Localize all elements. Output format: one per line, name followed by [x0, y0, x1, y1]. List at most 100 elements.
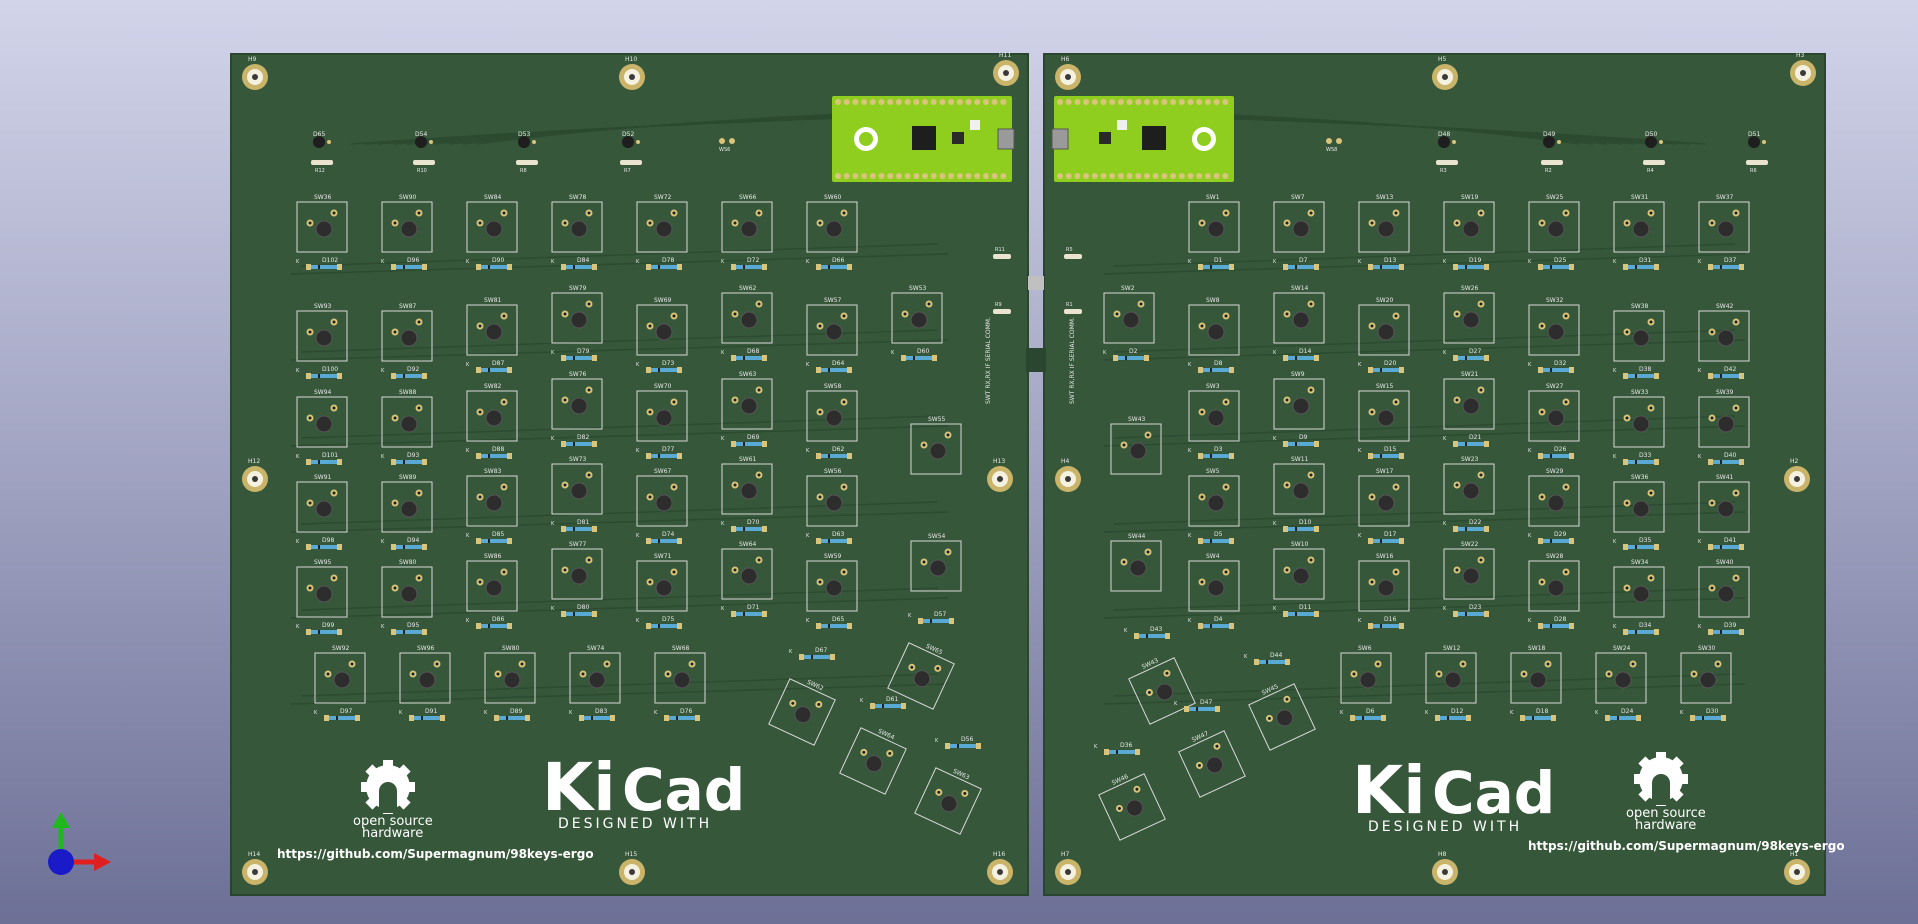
switch-outline	[296, 481, 348, 533]
serial-note-text: SWT RX,RX IF SERIAL COMM.	[1069, 317, 1076, 404]
diode-pad	[1484, 611, 1489, 617]
diode-band	[1380, 624, 1382, 628]
key-switch: SW12	[1425, 645, 1477, 704]
switch-center-hole	[315, 220, 333, 238]
diode-band	[1720, 374, 1722, 378]
switch-pad-hole	[1197, 763, 1201, 767]
key-switch: SW63	[721, 371, 773, 430]
switch-pad-hole	[587, 388, 591, 392]
pico-pin	[1083, 99, 1090, 105]
mounting-hole-center	[252, 869, 258, 875]
diode-pad	[731, 441, 736, 447]
switch-center-hole	[1717, 415, 1735, 433]
diode-pad	[1520, 715, 1525, 721]
led	[1645, 136, 1657, 148]
diode-pad	[1654, 629, 1659, 635]
switch-label: SW36	[1631, 474, 1649, 481]
switch-pad-hole	[1564, 314, 1568, 318]
diode-k-label: K	[721, 436, 725, 442]
switch-outline	[1110, 423, 1162, 475]
diode-label: D35	[1639, 537, 1651, 544]
diode-body	[310, 630, 338, 634]
switch-pad-hole	[733, 221, 737, 225]
trace-line	[1209, 113, 1580, 145]
key-switch: SW43	[1110, 416, 1162, 475]
switch-outline	[636, 201, 688, 253]
diode-pad	[677, 264, 682, 270]
key-switch: SW93	[296, 303, 348, 362]
diode-label: D44	[1270, 652, 1282, 659]
key-switch: SW17	[1358, 468, 1410, 527]
switch-pad-hole	[478, 324, 482, 328]
switch-center-hole	[1462, 397, 1480, 415]
switch-pad-hole	[605, 662, 609, 666]
switch-label: SW31	[1631, 194, 1649, 201]
switch-outline	[1188, 390, 1240, 442]
pico-pin	[1057, 173, 1063, 179]
led-pad	[429, 140, 433, 144]
diode-k-label: K	[1613, 624, 1617, 630]
diode-pad	[1381, 715, 1386, 721]
key-switch: SW14	[1273, 285, 1325, 344]
diode-pad	[1399, 264, 1404, 270]
switch-pad-hole	[672, 211, 676, 215]
pico-pin	[974, 173, 981, 179]
switch-label: SW7	[1291, 194, 1305, 201]
diode-pad	[1453, 355, 1458, 361]
diode-k-label: K	[860, 698, 864, 704]
diode-pad	[847, 367, 852, 373]
switch-pad-hole	[910, 665, 914, 669]
diode-band	[743, 265, 745, 269]
diode-k-label: K	[806, 259, 810, 265]
switch-pad-hole	[1540, 580, 1544, 584]
switch-center-hole	[913, 670, 931, 688]
pico-pin	[869, 173, 876, 179]
key-switch: SW6	[1340, 645, 1392, 704]
diode-band	[318, 460, 320, 464]
diode-k-label: K	[466, 533, 470, 539]
switch-outline	[1698, 481, 1750, 533]
diode-body	[874, 704, 902, 708]
switch-label: SW24	[1613, 645, 1631, 652]
switch-center-hole	[315, 329, 333, 347]
key-switch: SW70	[636, 383, 688, 442]
diode-k-label: K	[1698, 539, 1702, 545]
key-switch: SW83	[466, 468, 518, 527]
diode-pad	[830, 654, 835, 660]
switch-pad-hole	[1540, 495, 1544, 499]
switch-pad-hole	[478, 221, 482, 225]
diode-band	[1380, 265, 1382, 269]
diode-pad	[1314, 264, 1319, 270]
key-switch: SW15	[1358, 383, 1410, 442]
key-switch: SW26	[1443, 285, 1495, 344]
key-switch: SW8	[1188, 297, 1240, 356]
diode-band	[1550, 368, 1552, 372]
switch-pad-hole	[308, 221, 312, 225]
switch-label: SW13	[1376, 194, 1394, 201]
diode-k-label: K	[296, 624, 300, 630]
diode-pad	[1229, 453, 1234, 459]
diode-pad	[1654, 544, 1659, 550]
switch-outline	[721, 463, 773, 515]
led	[1438, 136, 1450, 148]
diode-label: D68	[747, 348, 759, 355]
resistor-label: R1	[1066, 302, 1073, 308]
switch-outline	[806, 201, 858, 253]
trace-line	[300, 243, 939, 267]
switch-center-hole	[825, 579, 843, 597]
key-switch: SW64	[721, 541, 773, 600]
diode-band	[1532, 716, 1534, 720]
diode-pad	[306, 544, 311, 550]
key-switch: SW91	[296, 474, 348, 533]
diode-k-label: K	[908, 613, 912, 619]
diode-band	[318, 630, 320, 634]
resistor	[311, 160, 333, 165]
diode-pad	[1654, 264, 1659, 270]
diode-body	[650, 624, 678, 628]
